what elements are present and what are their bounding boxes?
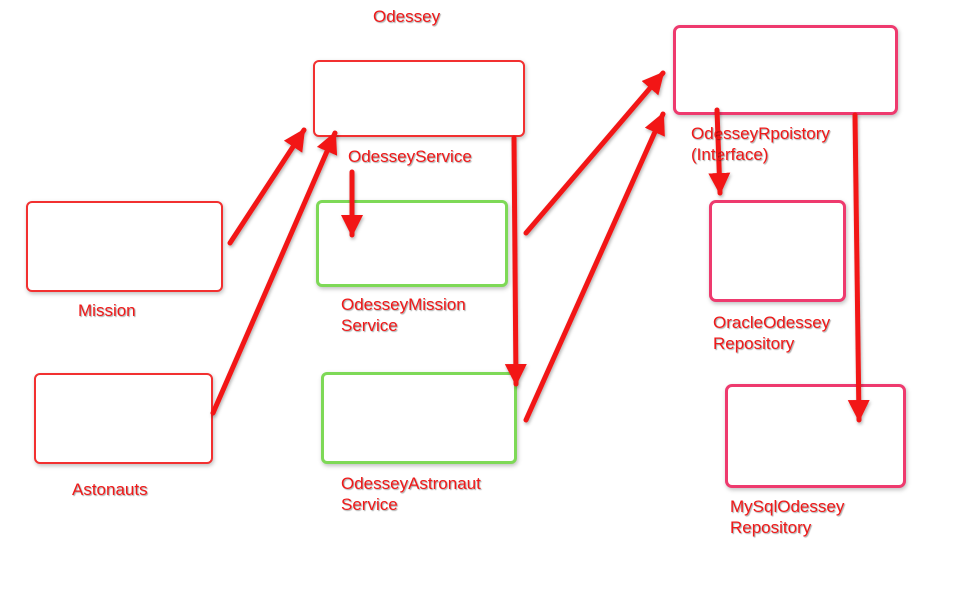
repository-interface-label-line1: OdesseyRpoistory <box>691 124 830 143</box>
arrow-astronaut-service-to-repository <box>523 111 666 423</box>
arrow-repository-to-mysql <box>847 112 870 423</box>
mission-label: Mission <box>78 301 136 320</box>
odessey-mission-service-label-line2: Service <box>341 316 398 335</box>
oracle-repository-label-line1: OracleOdessey <box>713 313 831 332</box>
astronauts-box <box>34 373 213 464</box>
odessey-mission-service-label-line1: OdesseyMission <box>341 295 466 314</box>
diagram-title: Odessey <box>373 7 441 26</box>
mysql-repository-label: MySqlOdessey Repository <box>730 496 844 538</box>
mission-box <box>26 201 223 292</box>
repository-interface-box <box>673 25 898 115</box>
arrow-service-to-astronaut-service <box>504 135 527 387</box>
odessey-astronaut-service-box <box>321 372 517 464</box>
arrow-astronauts-to-service <box>210 130 338 416</box>
mysql-repository-label-line2: Repository <box>730 518 812 537</box>
repository-interface-label: OdesseyRpoistory (Interface) <box>691 123 830 165</box>
odessey-service-box <box>313 60 525 137</box>
odessey-mission-service-label: OdesseyMission Service <box>341 294 466 336</box>
astronauts-label: Astonauts <box>72 480 148 499</box>
odessey-service-label: OdesseyService <box>348 147 472 166</box>
oracle-repository-box <box>709 200 846 302</box>
odessey-astronaut-service-label: OdesseyAstronaut Service <box>341 473 481 515</box>
mysql-repository-label-line1: MySqlOdessey <box>730 497 845 516</box>
repository-interface-label-line2: (Interface) <box>691 145 769 164</box>
odessey-astronaut-service-label-line1: OdesseyAstronaut <box>341 474 481 493</box>
odessey-mission-service-box <box>316 200 508 287</box>
odessey-astronaut-service-label-line2: Service <box>341 495 398 514</box>
arrow-mission-service-to-repository <box>523 70 666 236</box>
oracle-repository-label-line2: Repository <box>713 334 795 353</box>
mysql-repository-box <box>725 384 906 488</box>
oracle-repository-label: OracleOdessey Repository <box>713 312 830 354</box>
arrow-repository-to-oracle <box>708 107 731 196</box>
arrow-mission-to-service <box>227 127 307 246</box>
